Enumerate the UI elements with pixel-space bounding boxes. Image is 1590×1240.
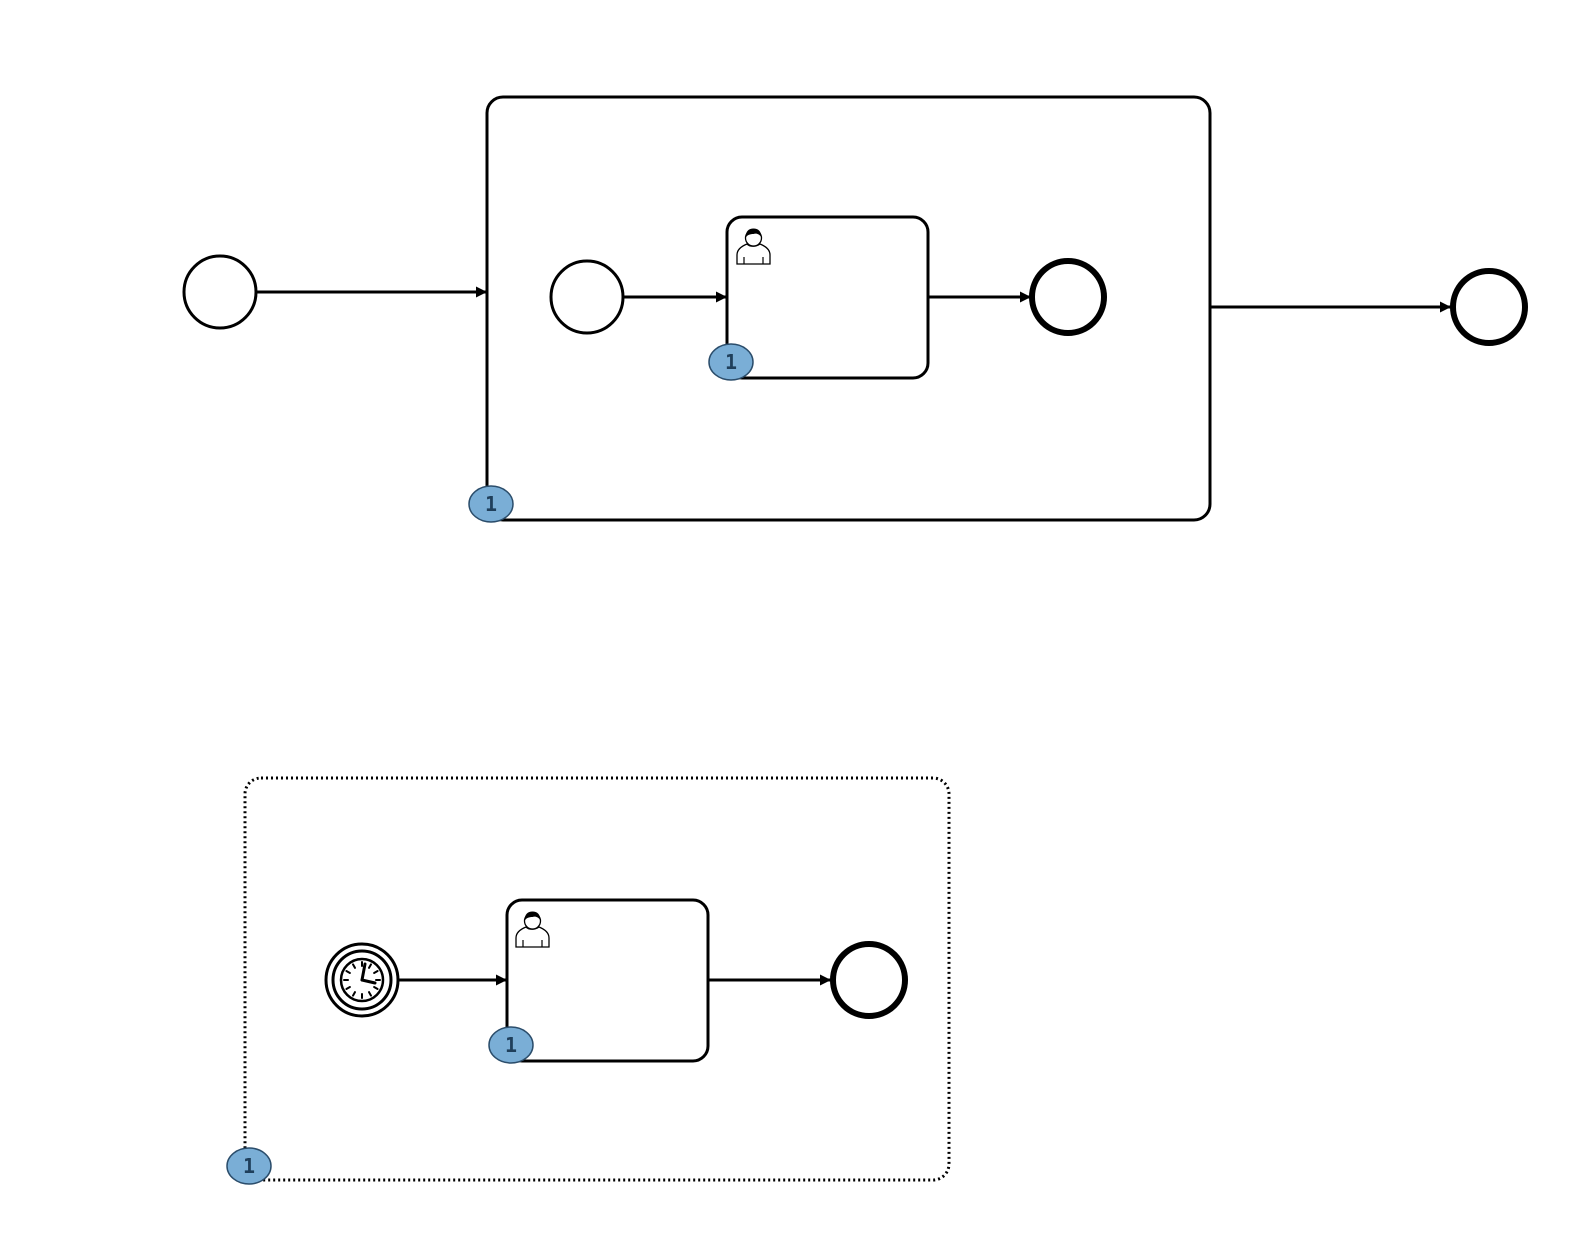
user-icon	[515, 911, 550, 948]
subprocess-end-event[interactable]	[1029, 258, 1107, 336]
event-subprocess-count: 1	[243, 1154, 255, 1178]
event-user-task-count: 1	[505, 1033, 517, 1057]
subprocess-count: 1	[485, 492, 497, 516]
user-task-count: 1	[725, 350, 737, 374]
end-event[interactable]	[1450, 268, 1528, 346]
event-subprocess-end-event[interactable]	[830, 941, 908, 1019]
event-subprocess-count-badge: 1	[226, 1147, 272, 1185]
clock-icon	[339, 957, 385, 1003]
start-event[interactable]	[182, 254, 258, 330]
user-icon	[736, 228, 771, 265]
subprocess-count-badge: 1	[468, 485, 514, 523]
subprocess-start-event[interactable]	[549, 259, 625, 335]
user-task-count-badge: 1	[708, 343, 754, 381]
event-user-task-count-badge: 1	[488, 1026, 534, 1064]
